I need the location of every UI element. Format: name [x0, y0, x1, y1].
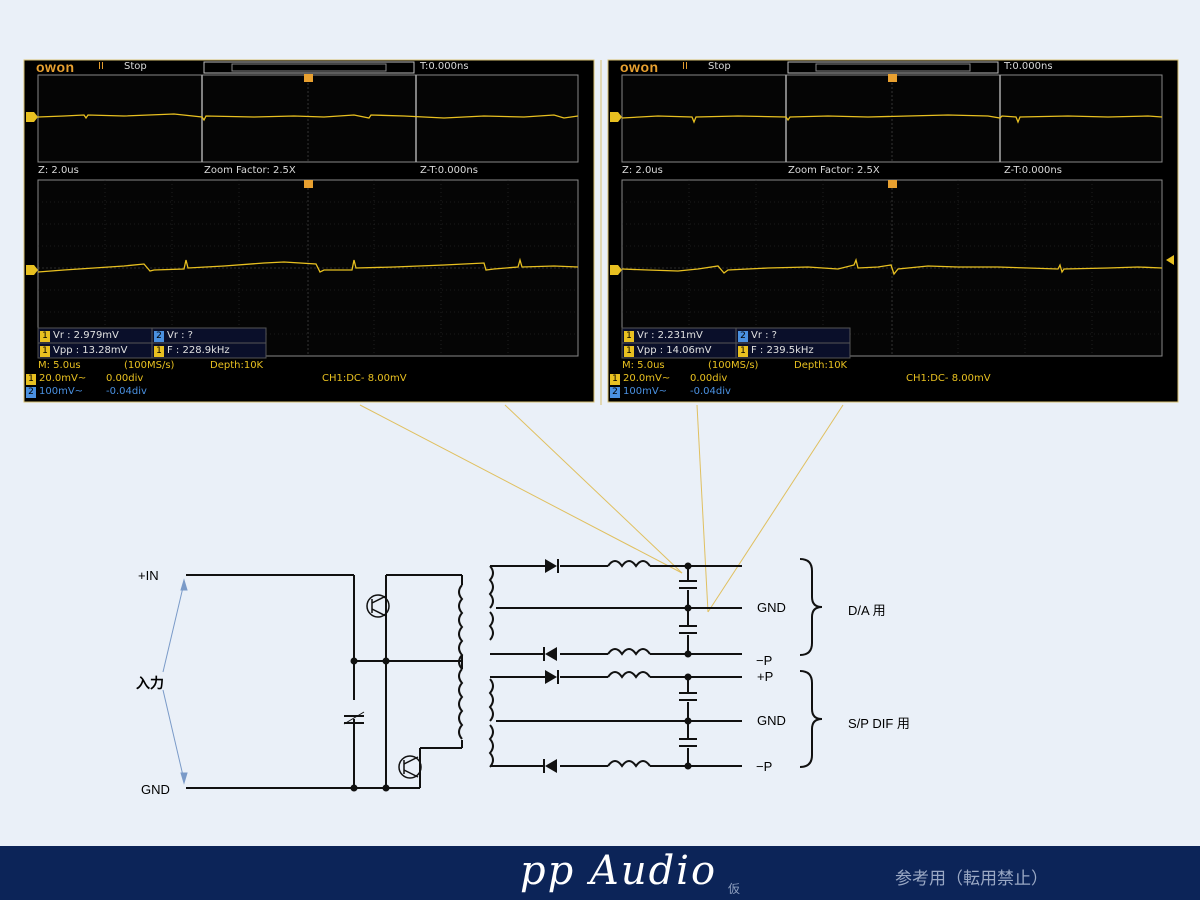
trigger-info: CH1:DC- 8.00mV	[322, 373, 407, 384]
trigger-marker-icon	[304, 74, 313, 82]
ch1-marker-icon	[610, 112, 622, 122]
rectifier-diodes	[543, 559, 559, 773]
output2-minus-label: −P	[756, 759, 773, 774]
dc-dc-converter-schematic	[186, 560, 742, 789]
sample-rate: (100MS/s)	[708, 360, 759, 371]
ch1-trace-top	[621, 114, 1163, 124]
ch2-offset: -0.04div	[690, 386, 731, 397]
output2-group-label: S/P DIF 用	[848, 716, 910, 731]
memory-depth: Depth:10K	[794, 360, 848, 371]
scope-2-display	[610, 61, 1174, 359]
output-braces	[799, 558, 823, 768]
pause-icon: II	[682, 61, 688, 72]
trigger-time: T:0.000ns	[420, 61, 469, 72]
zoom-time: Z-T:0.000ns	[420, 165, 478, 176]
owon-logo: owon	[620, 59, 659, 75]
brand-sub: 仮	[728, 882, 741, 896]
brand-logo: pp Audio	[520, 848, 718, 894]
callout-lines	[359, 404, 844, 613]
zoom-factor: Zoom Factor: 2.5X	[204, 165, 296, 176]
scope-1-zoom-bar: Z: 2.0us Zoom Factor: 2.5X Z-T:0.000ns	[24, 165, 594, 179]
output2-plus-label: +P	[757, 669, 774, 684]
main-timebase: M: 5.0us	[38, 360, 81, 371]
usage-notice: 参考用（転用禁止）	[895, 869, 1048, 889]
ch1-offset: 0.00div	[690, 373, 728, 384]
oscilloscope-screenshot-1: owon II Stop T:0.000ns Z: 2.0us Zoom Fac…	[24, 59, 594, 402]
input-gnd-label: GND	[141, 782, 170, 797]
ch2-offset: -0.04div	[106, 386, 147, 397]
sample-rate: (100MS/s)	[124, 360, 175, 371]
input-plus-label: +IN	[138, 568, 159, 583]
ch1-trace-zoom	[621, 257, 1163, 276]
pause-icon: II	[98, 61, 104, 72]
scope-1-top-bar: owon II Stop T:0.000ns	[24, 59, 594, 75]
input-arrows	[162, 578, 188, 785]
input-label: 入力	[136, 675, 164, 691]
scope-1-display	[26, 61, 579, 359]
junction-dots	[350, 562, 692, 792]
ch1-trace-zoom	[37, 257, 579, 273]
owon-logo: owon	[36, 59, 75, 75]
trigger-level-icon	[1166, 255, 1174, 265]
zoom-time: Z-T:0.000ns	[1004, 165, 1062, 176]
ch1-offset: 0.00div	[106, 373, 144, 384]
memory-depth: Depth:10K	[210, 360, 264, 371]
zoom-factor: Zoom Factor: 2.5X	[788, 165, 880, 176]
run-state: Stop	[124, 61, 147, 72]
ch1-marker-icon	[26, 112, 38, 122]
output2-gnd-label: GND	[757, 713, 786, 728]
zoom-timebase: Z: 2.0us	[38, 165, 79, 176]
scope-2-zoom-bar: Z: 2.0us Zoom Factor: 2.5X Z-T:0.000ns	[608, 165, 1178, 179]
scope-2-top-bar: owon II Stop T:0.000ns	[608, 59, 1178, 75]
footer-bar	[0, 846, 1200, 900]
output1-gnd-label: GND	[757, 600, 786, 615]
trigger-time: T:0.000ns	[1004, 61, 1053, 72]
trigger-marker-icon	[888, 74, 897, 82]
run-state: Stop	[708, 61, 731, 72]
ch1-trace-top	[37, 113, 579, 122]
main-timebase: M: 5.0us	[622, 360, 665, 371]
trigger-info: CH1:DC- 8.00mV	[906, 373, 991, 384]
zoom-timebase: Z: 2.0us	[622, 165, 663, 176]
output1-minus-label: −P	[756, 653, 773, 668]
output-capacitors	[679, 580, 697, 748]
oscilloscope-screenshot-2: owon II Stop T:0.000ns Z: 2.0us Zoom Fac…	[608, 59, 1178, 402]
output1-group-label: D/A 用	[848, 603, 886, 618]
